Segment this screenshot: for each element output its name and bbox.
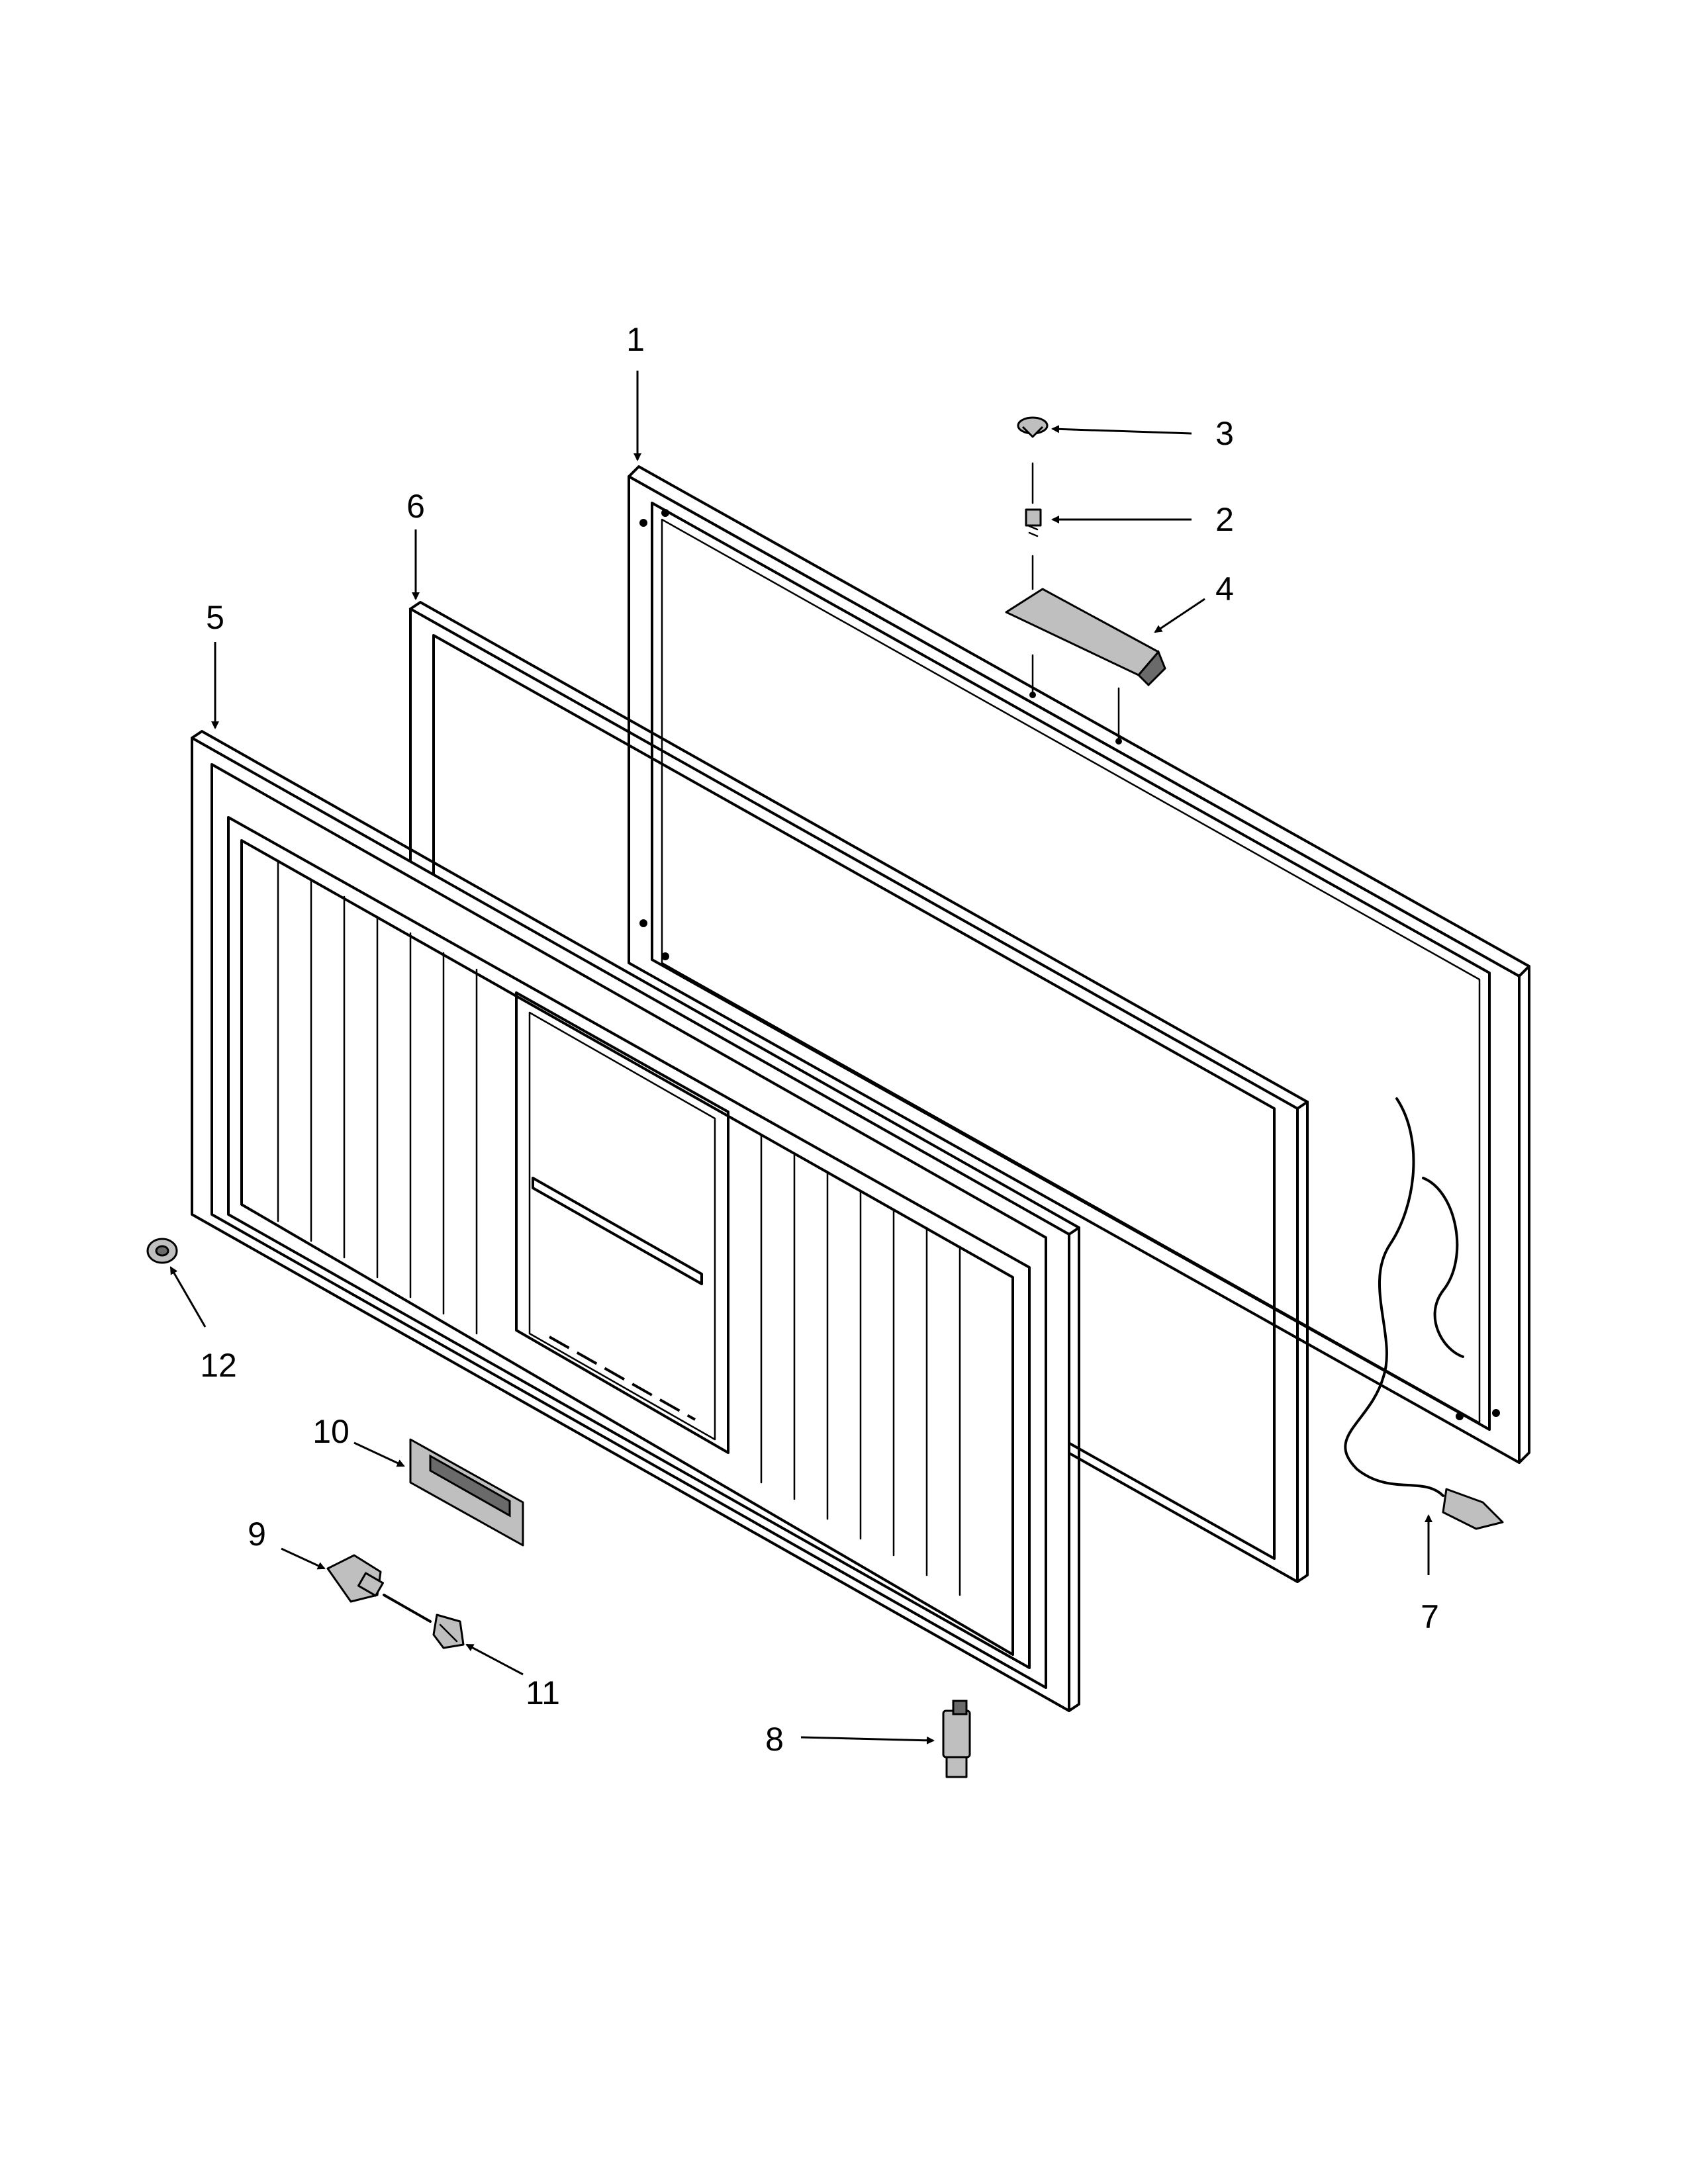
callout-6: 6 [406, 488, 425, 600]
callout-3: 3 [1051, 415, 1234, 452]
svg-text:8: 8 [765, 1721, 784, 1758]
light-switch [942, 1700, 971, 1778]
wire-harness [1344, 1097, 1504, 1530]
callout-2: 2 [1051, 501, 1234, 538]
svg-text:11: 11 [526, 1674, 560, 1711]
svg-text:4: 4 [1215, 570, 1234, 608]
callout-9: 9 [248, 1516, 326, 1570]
handle-part [409, 1438, 524, 1547]
callout-7: 7 [1421, 1514, 1439, 1635]
inner-door-liner [191, 730, 1080, 1712]
svg-text:1: 1 [626, 321, 645, 358]
callout-8: 8 [765, 1721, 935, 1758]
callout-4: 4 [1154, 570, 1234, 633]
svg-text:10: 10 [312, 1413, 350, 1450]
hinge-assembly [1005, 416, 1166, 745]
callout-5: 5 [206, 599, 224, 729]
callout-10: 10 [312, 1413, 405, 1467]
callout-12: 12 [169, 1266, 237, 1384]
light-bulb [326, 1554, 384, 1603]
svg-text:7: 7 [1421, 1598, 1439, 1635]
bulb-socket [432, 1614, 465, 1649]
callout-11: 11 [465, 1643, 560, 1711]
svg-text:9: 9 [248, 1516, 266, 1553]
svg-text:6: 6 [406, 488, 425, 525]
svg-text:3: 3 [1215, 415, 1234, 452]
callout-1: 1 [626, 321, 645, 461]
plug-fastener [146, 1238, 178, 1264]
svg-text:2: 2 [1215, 501, 1234, 538]
svg-text:5: 5 [206, 599, 224, 636]
svg-text:12: 12 [200, 1347, 237, 1384]
